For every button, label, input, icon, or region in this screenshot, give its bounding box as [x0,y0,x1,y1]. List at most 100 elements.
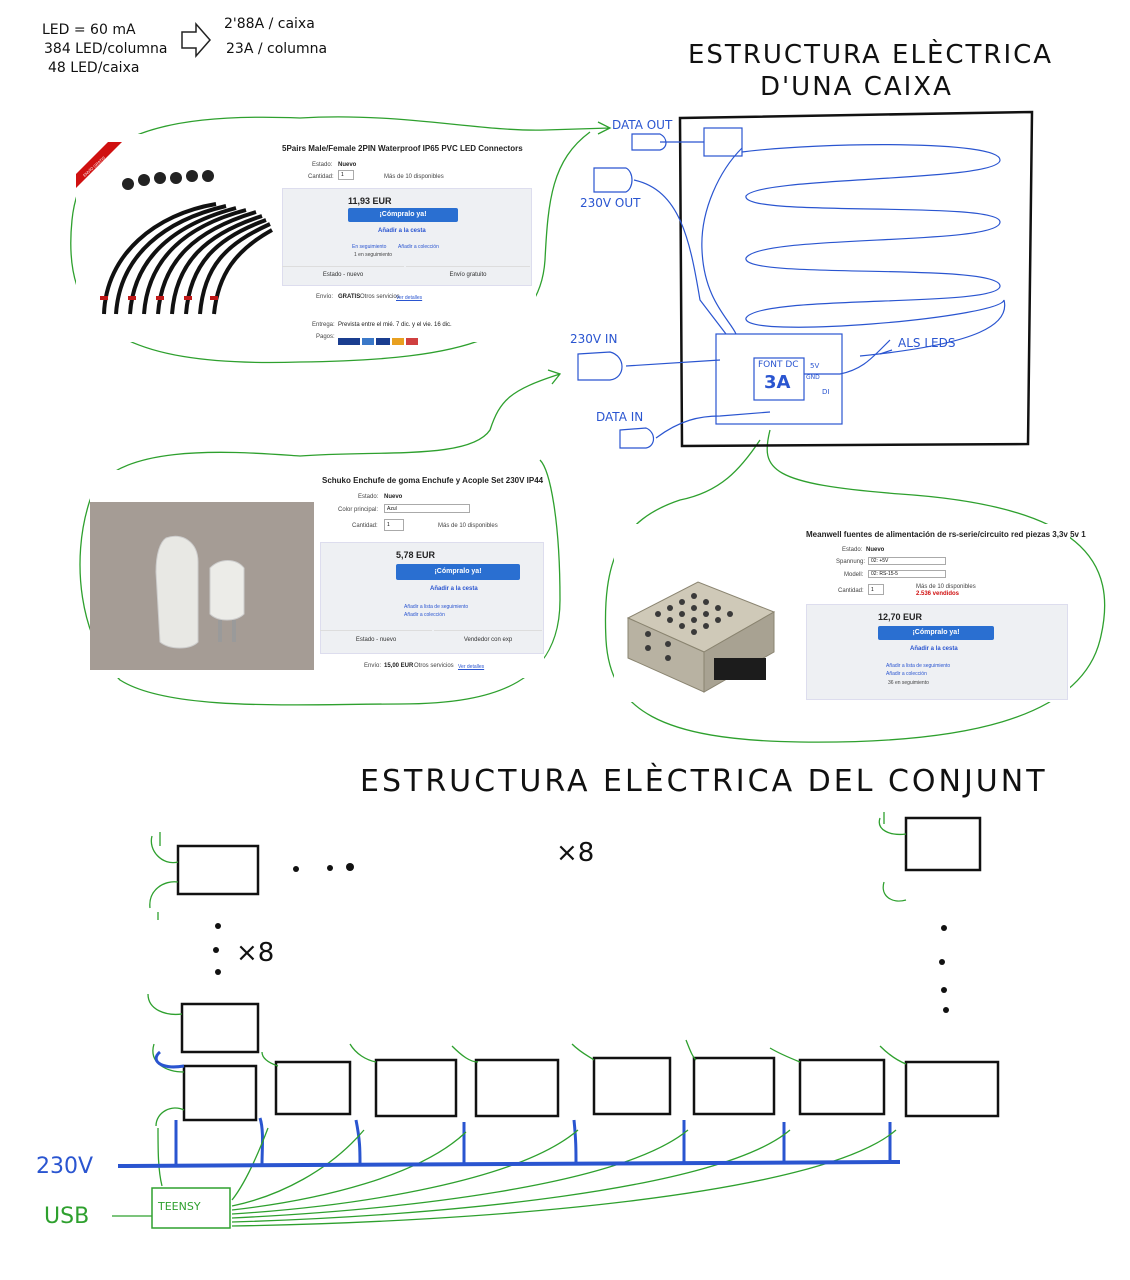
buy-now-button[interactable]: ¡Cómpralo ya! [878,626,994,640]
set-box-7 [798,1058,886,1116]
pagos-label: Pagos: [316,334,335,340]
quantity-field[interactable] [384,519,404,531]
product-title: 5Pairs Male/Female 2PIN Waterproof IP65 … [282,144,523,153]
quantity-field[interactable] [338,170,354,180]
add-collection-link[interactable]: Añadir a colección [398,244,439,250]
add-to-cart-link[interactable]: Añadir a la cesta [910,646,958,652]
blue-box-power [154,1050,892,1165]
available-count: Más de 10 disponibles [384,174,444,180]
entrega-label: Entrega: [312,322,335,328]
available-count: Más de 10 disponibles [438,523,498,529]
label-di: DI [822,388,830,396]
add-to-cart-link[interactable]: Añadir a la cesta [430,586,478,592]
paypal-icon [338,338,360,345]
label-teensy: TEENSY [158,1200,201,1213]
set-box-topleft [176,844,260,896]
box-title-line2: D'UNA CAIXA [760,72,953,102]
plug-230v-in [577,351,721,381]
set-box-2 [274,1060,352,1116]
tab-seller[interactable]: Vendedor con exp [434,630,542,649]
label-gnd: GND [806,374,820,381]
tab-condition[interactable]: Estado - nuevo [282,266,404,283]
estado-value: Nuevo [384,494,403,500]
followers-count: 1 en seguimiento [354,252,393,258]
price: 11,93 EUR [348,196,392,206]
estado-value: Nuevo [338,162,357,168]
dot [215,969,221,975]
buy-now-button[interactable]: ¡Cómpralo ya! [396,564,520,580]
tab-condition[interactable]: Estado - nuevo [320,630,432,649]
voltage-select[interactable]: 02: +5V [868,557,946,565]
note-led-ma: LED = 60 mA [42,22,136,38]
callout-schuko [89,369,562,501]
dot [943,1007,949,1013]
note-led-box: 48 LED/caixa [48,60,140,76]
dot [941,925,947,931]
buy-now-button[interactable]: ¡Cómpralo ya! [348,208,458,222]
modell-label: Modell: [844,572,864,578]
callout-meanwell [604,429,1106,743]
tab-shipping[interactable]: Envío gratuito [406,266,530,283]
amex-icon [362,338,374,345]
visa-icon [376,338,390,345]
set-title: ESTRUCTURA ELÈCTRICA DEL CONJUNT [360,764,1048,799]
buy-box [282,188,532,286]
set-box-6 [692,1056,776,1116]
envio-value: 15,00 EUR [384,663,414,669]
envio-label: Envío: [364,663,382,669]
notes-arrow [181,22,211,58]
connectors-photo [76,142,273,315]
estado-value: Nuevo [866,547,885,553]
arrow-data-out [544,121,612,135]
add-collection-link[interactable]: Añadir a colección [886,671,927,677]
estado-label: Estado: [358,494,379,500]
product-title: Meanwell fuentes de alimentación de rs-s… [806,530,1086,539]
dot [327,865,333,871]
estado-label: Estado: [312,162,333,168]
quantity-field[interactable] [868,584,884,595]
add-to-cart-link[interactable]: Añadir a la cesta [378,228,426,234]
color-select[interactable]: Azul [384,504,470,513]
teensy-board [151,1187,231,1229]
add-collection-link[interactable]: Añadir a colección [404,612,445,618]
set-box-left-upper [180,1002,260,1054]
note-amp-column: 23A / columna [226,41,328,57]
box-outline [678,110,1034,448]
dot [346,863,354,871]
label-x8-left: ×8 [236,938,275,968]
label-5v: 5V [810,362,820,370]
cantidad-label: Cantidad: [308,174,334,180]
green-teensy-wires [112,1127,897,1227]
note-amp-box: 2'88A / caixa [224,16,315,32]
set-box-8 [904,1060,1000,1118]
followers-count: 36 en seguimiento [888,680,929,686]
following-link[interactable]: En seguimiento [352,244,387,250]
watchlist-link[interactable]: Añadir a lista de seguimiento [886,663,951,669]
callout-connectors-top [299,116,546,131]
ver-detalles-link[interactable]: Ver detalles [458,664,485,670]
buy-box [806,604,1068,700]
ver-detalles-link[interactable]: Ver detalles [396,295,423,301]
watchlist-link[interactable]: Añadir a lista de seguimiento [404,604,469,610]
color-label: Color principal: [338,507,379,513]
dot [215,923,221,929]
note-led-column: 384 LED/columna [44,41,168,57]
label-230v-in: 230V IN [570,332,618,346]
model-select[interactable]: 02: RS-15-5 [868,570,946,578]
set-box-1 [182,1064,258,1122]
envio-rest: Otros servicios [360,294,400,300]
product-title: Schuko Enchufe de goma Enchufe y Acople … [322,476,544,485]
plug-230v-out [593,167,727,335]
plug-data-out [631,133,704,151]
label-230v-out: 230V OUT [580,196,641,210]
mastercard-icon [392,338,404,345]
box-title-line1: ESTRUCTURA ELÈCTRICA [688,40,1054,70]
label-data-in: DATA IN [596,410,644,424]
wire-als-leds [804,339,893,375]
label-x8-top: ×8 [556,838,595,868]
label-230v: 230V [36,1154,94,1179]
cantidad-label: Cantidad: [838,588,864,594]
dot [939,959,945,965]
price: 12,70 EUR [878,612,923,622]
label-font-amp: 3A [764,372,791,393]
